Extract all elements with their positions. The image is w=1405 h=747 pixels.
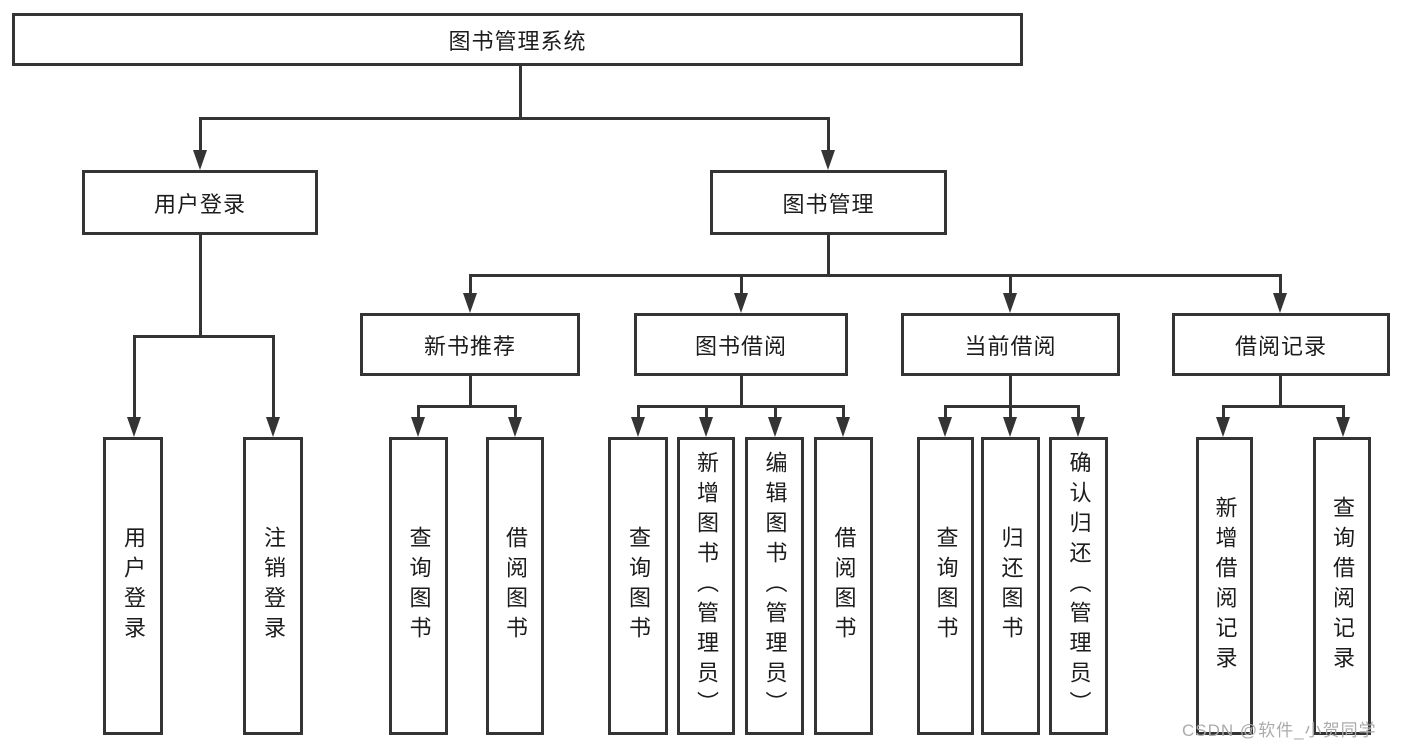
arrow-down-icon <box>193 150 207 170</box>
connector-line <box>271 336 275 419</box>
arrow-down-icon <box>463 293 477 313</box>
node-label-leaf-query-books-1: 查询图书 <box>406 526 432 646</box>
node-book-management: 图书管理 <box>710 170 947 235</box>
connector-line <box>416 404 517 408</box>
arrow-down-icon <box>1273 293 1287 313</box>
node-borrowing-records: 借阅记录 <box>1172 313 1390 376</box>
node-leaf-borrow-books-1: 借阅图书 <box>486 437 544 735</box>
connector-line <box>198 235 202 336</box>
node-leaf-user-login: 用户登录 <box>103 437 163 735</box>
node-leaf-logout: 注销登录 <box>243 437 303 735</box>
connector-line <box>1221 404 1345 408</box>
node-book-borrowing: 图书借阅 <box>634 313 848 376</box>
node-new-book-recommend: 新书推荐 <box>360 313 580 376</box>
arrow-down-icon <box>1003 417 1017 437</box>
arrow-down-icon <box>699 417 713 437</box>
connector-line <box>1221 406 1225 419</box>
node-label-leaf-logout: 注销登录 <box>261 526 286 646</box>
connector-line <box>1278 376 1282 406</box>
arrow-down-icon <box>836 417 850 437</box>
arrow-down-icon <box>266 417 280 437</box>
connector-line <box>704 406 708 419</box>
connector-line <box>132 336 136 419</box>
connector-line <box>468 275 472 295</box>
arrow-down-icon <box>1071 417 1085 437</box>
connector-line <box>1008 376 1012 406</box>
connector-line <box>132 334 275 338</box>
node-user-login: 用户登录 <box>82 170 318 235</box>
connector-line <box>468 273 1282 277</box>
node-label-leaf-add-borrow-record: 新增借阅记录 <box>1212 496 1238 676</box>
connector-line <box>943 404 1080 408</box>
arrow-down-icon <box>734 293 748 313</box>
node-leaf-query-books-3: 查询图书 <box>917 437 974 735</box>
connector-line <box>636 404 845 408</box>
node-label-leaf-query-books-2: 查询图书 <box>626 526 651 646</box>
node-label-leaf-query-borrow-record: 查询借阅记录 <box>1330 496 1355 676</box>
connector-line <box>468 376 472 406</box>
connector-line <box>1008 406 1012 419</box>
arrow-down-icon <box>127 417 141 437</box>
connector-line <box>1008 275 1012 295</box>
node-leaf-add-borrow-record: 新增借阅记录 <box>1196 437 1253 735</box>
connector-line <box>416 406 420 419</box>
node-leaf-confirm-return-admin: 确认归还（管理员） <box>1049 437 1108 735</box>
connector-line <box>198 116 830 120</box>
connector-line <box>1341 406 1345 419</box>
connector-line <box>841 406 845 419</box>
connector-line <box>513 406 517 419</box>
node-current-borrowing: 当前借阅 <box>901 313 1120 376</box>
node-leaf-return-books: 归还图书 <box>981 437 1040 735</box>
arrow-down-icon <box>1003 293 1017 313</box>
node-label-leaf-return-books: 归还图书 <box>998 526 1024 646</box>
csdn-watermark: CSDN @软件_小贺同学 <box>1182 721 1377 740</box>
node-leaf-query-books-2: 查询图书 <box>608 437 668 735</box>
node-label-leaf-add-books-admin: 新增图书（管理员） <box>694 451 719 721</box>
connector-line <box>826 235 830 275</box>
node-leaf-edit-books-admin: 编辑图书（管理员） <box>745 437 804 735</box>
node-leaf-query-borrow-record: 查询借阅记录 <box>1313 437 1371 735</box>
node-label-borrowing-records: 借阅记录 <box>1234 333 1327 359</box>
node-label-new-book-recommend: 新书推荐 <box>423 333 516 359</box>
connector-line <box>826 118 830 152</box>
connector-line <box>198 118 202 152</box>
node-label-leaf-borrow-books-2: 借阅图书 <box>831 526 857 646</box>
node-label-user-login: 用户登录 <box>153 191 246 217</box>
connector-line <box>739 376 743 406</box>
arrow-down-icon <box>768 417 782 437</box>
node-leaf-add-books-admin: 新增图书（管理员） <box>677 437 735 735</box>
node-leaf-borrow-books-2: 借阅图书 <box>814 437 873 735</box>
connector-line <box>1278 275 1282 295</box>
node-label-leaf-query-books-3: 查询图书 <box>933 526 959 646</box>
arrow-down-icon <box>1336 417 1350 437</box>
node-label-leaf-edit-books-admin: 编辑图书（管理员） <box>762 451 788 721</box>
connector-line <box>1076 406 1080 419</box>
node-label-current-borrowing: 当前借阅 <box>964 333 1057 359</box>
node-label-leaf-borrow-books-1: 借阅图书 <box>503 526 528 646</box>
connector-line <box>636 406 640 419</box>
node-label-leaf-user-login: 用户登录 <box>121 526 146 646</box>
node-root: 图书管理系统 <box>12 13 1023 66</box>
arrow-down-icon <box>411 417 425 437</box>
node-label-leaf-confirm-return-admin: 确认归还（管理员） <box>1066 451 1092 721</box>
node-leaf-query-books-1: 查询图书 <box>389 437 448 735</box>
arrow-down-icon <box>1216 417 1230 437</box>
node-label-root: 图书管理系统 <box>448 28 587 54</box>
connector-line <box>518 66 522 118</box>
connector-line <box>943 406 947 419</box>
arrow-down-icon <box>938 417 952 437</box>
arrow-down-icon <box>631 417 645 437</box>
arrow-down-icon <box>821 150 835 170</box>
arrow-down-icon <box>508 417 522 437</box>
connector-line <box>773 406 777 419</box>
connector-line <box>739 275 743 295</box>
node-label-book-management: 图书管理 <box>782 191 875 217</box>
node-label-book-borrowing: 图书借阅 <box>694 333 787 359</box>
